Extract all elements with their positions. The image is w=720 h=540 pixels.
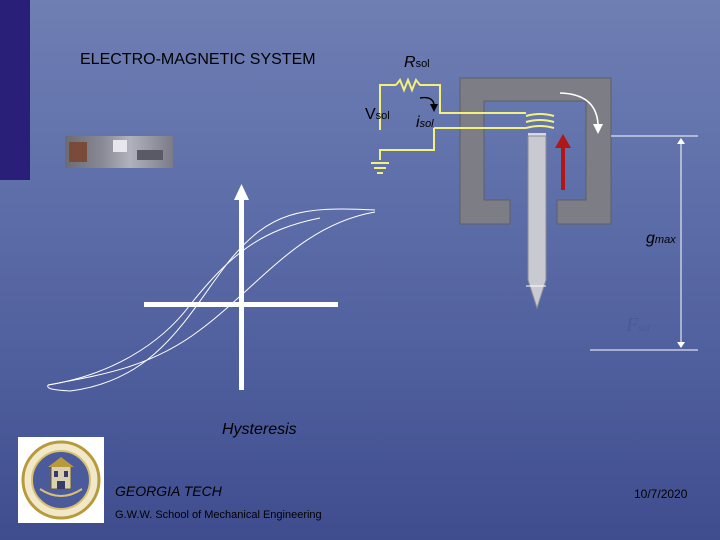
slide-date: 10/7/2020 <box>634 487 688 501</box>
hysteresis-axes <box>144 184 338 390</box>
seal-logo-icon <box>21 440 101 520</box>
thumbnail-detail <box>137 150 163 160</box>
current-arrow <box>419 96 435 105</box>
force-arrowhead <box>555 134 571 148</box>
thumbnail-detail <box>69 142 87 162</box>
circuit-wires <box>371 77 526 174</box>
gap-label: gmax <box>646 230 676 247</box>
slide-title: ELECTRO-MAGNETIC SYSTEM <box>80 51 316 68</box>
current-arrowhead <box>430 104 438 112</box>
school-name: G.W.W. School of Mechanical Engineering <box>115 509 322 521</box>
resistor-label: Rsol <box>404 54 430 71</box>
plunger-cap <box>528 133 546 136</box>
sidebar-accent-bar <box>0 0 30 180</box>
thumbnail-detail <box>113 140 127 152</box>
voltage-label: Vsol <box>365 106 390 123</box>
georgia-tech-seal <box>18 437 104 523</box>
hysteresis-loop <box>47 208 376 392</box>
institution-name: GEORGIA TECH <box>115 483 222 499</box>
current-label: isol <box>416 114 434 131</box>
hysteresis-caption: Hysteresis <box>222 421 297 438</box>
flux-arrowhead <box>593 124 603 134</box>
coil <box>525 113 555 129</box>
gap-dimension <box>590 135 698 351</box>
plunger <box>527 135 547 310</box>
force-label: Fsol <box>626 314 650 336</box>
flux-arrow <box>559 92 599 125</box>
photo-thumbnail <box>65 136 173 168</box>
